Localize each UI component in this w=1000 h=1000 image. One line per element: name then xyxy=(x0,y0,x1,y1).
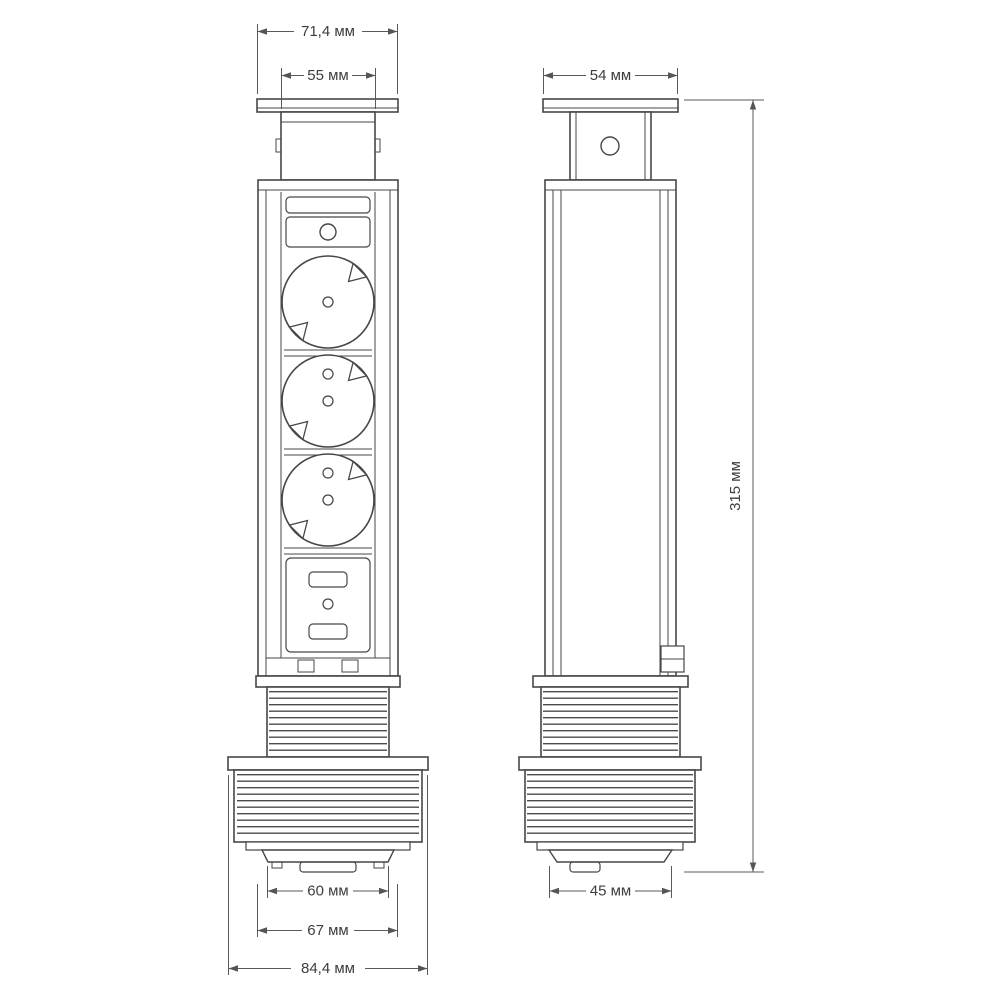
column-side xyxy=(544,179,677,677)
side-latch xyxy=(660,645,685,673)
base-side xyxy=(518,675,702,873)
indicator-hole xyxy=(322,598,334,610)
usb-port-bottom xyxy=(308,623,348,640)
lid-side xyxy=(542,98,679,113)
dim-label-flange-ring-diameter: 84,4 мм xyxy=(301,960,355,977)
head-front xyxy=(275,111,381,181)
base-front xyxy=(227,675,429,873)
lid-front xyxy=(256,98,399,113)
head-hole-side xyxy=(600,136,620,156)
dim-label-bg xyxy=(303,882,353,900)
dim-label-thread-diameter: 60 мм xyxy=(307,883,348,900)
top-screw-hole xyxy=(319,223,337,241)
dim-label-bg xyxy=(294,23,362,40)
dim-label-bg xyxy=(291,960,365,977)
dim-label-bg xyxy=(302,922,354,939)
screw-hole-middle xyxy=(322,368,334,380)
ring-band-front xyxy=(227,756,429,771)
socket-outlet-1 xyxy=(281,255,375,349)
side-view xyxy=(518,98,702,873)
ring-band-side xyxy=(518,756,702,771)
dim-label-lid-width-front: 71,4 мм xyxy=(301,23,355,40)
dim-label-bg xyxy=(586,882,635,900)
base-flange-front xyxy=(255,675,401,688)
usb-port-top xyxy=(308,571,348,588)
base-flange-side xyxy=(532,675,689,688)
dim-label-collar-diameter: 67 мм xyxy=(307,922,348,939)
separator-strips xyxy=(284,349,372,555)
bottom-cap-front xyxy=(260,849,396,863)
dim-label-bg xyxy=(304,67,352,84)
dimensions: 71,4 мм 55 мм 54 мм 315 мм 60 мм 67 мм 8… xyxy=(228,23,764,977)
head-clip-right xyxy=(374,138,381,153)
bottom-cap-side xyxy=(547,849,674,863)
module-feet-front xyxy=(266,657,390,673)
bottom-connector-side xyxy=(569,861,601,873)
head-side xyxy=(569,111,652,181)
lock-nut-front xyxy=(233,769,423,843)
top-panel xyxy=(285,196,371,248)
dim-label-total-height: 315 мм xyxy=(727,461,744,511)
dim-total-height xyxy=(684,99,764,873)
head-clip-left xyxy=(275,138,282,153)
lock-nut-side xyxy=(524,769,696,843)
front-view xyxy=(227,98,429,873)
usb-panel xyxy=(285,557,371,653)
dim-label-lid-depth-side: 54 мм xyxy=(590,67,631,84)
dim-label-base-depth-side: 45 мм xyxy=(590,883,631,900)
bottom-connector-front xyxy=(299,861,357,873)
screw-hole-lower xyxy=(322,467,334,479)
dim-label-bg xyxy=(586,67,635,84)
dim-label-head-width-front: 55 мм xyxy=(307,67,348,84)
